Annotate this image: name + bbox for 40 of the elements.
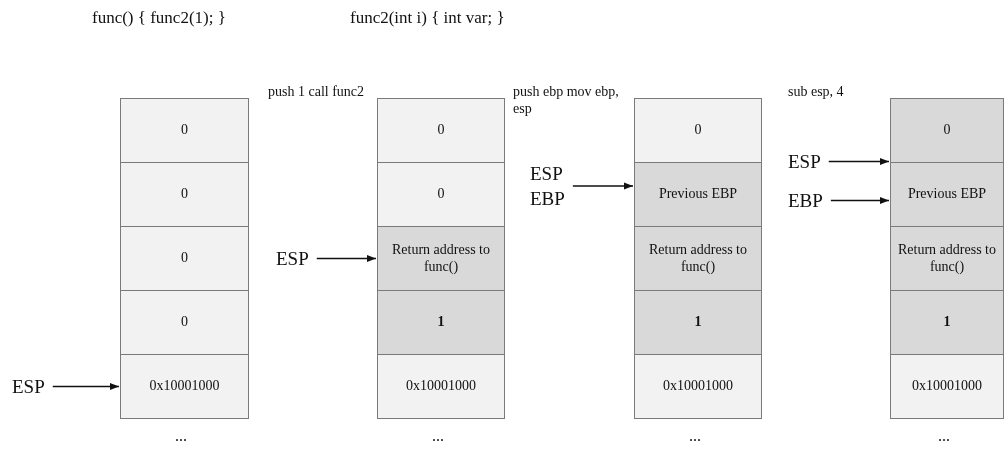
stack-cell: Return address to func() [377,226,505,291]
code-text: func2(int i) { int var; } [350,8,505,29]
ellipsis: ... [175,426,187,446]
arrow [830,196,890,205]
stack-cell: 0 [634,98,762,163]
stack-cell: 0x10001000 [634,354,762,419]
register-label: ESP [530,164,564,183]
arrow [316,254,377,263]
register-label: ESP [12,377,45,396]
stack-cell: 0 [120,226,249,291]
stack-cell: 0 [120,290,249,355]
register-label: ESP [276,249,309,268]
ellipsis: ... [938,426,950,446]
stack-cell: Return address to func() [890,226,1004,291]
stack-cell: Return address to func() [634,226,762,291]
instruction-text: sub esp, 4 [788,84,844,101]
register-label: ESP [788,152,821,171]
instruction-text: push 1 call func2 [268,84,366,101]
ellipsis: ... [689,426,701,446]
stack-cell: 1 [890,290,1004,355]
stack-cell: 1 [377,290,505,355]
stack-cell: 0x10001000 [120,354,249,419]
register-label: EBP [788,191,823,210]
stack-cell: 0 [120,98,249,163]
arrow [828,157,890,166]
stack-cell: 0 [890,98,1004,163]
stack-cell: 0 [377,98,505,163]
stack-cell: 1 [634,290,762,355]
stack-cell: 0x10001000 [890,354,1004,419]
stack-cell: 0x10001000 [377,354,505,419]
register-label: EBP [530,189,565,208]
instruction-text: push ebp mov ebp, esp [513,84,620,118]
code-text: func() { func2(1); } [92,8,226,29]
stack-cell: Previous EBP [890,162,1004,227]
arrow [572,182,634,190]
ellipsis: ... [432,426,444,446]
arrow [52,382,120,391]
stack-cell: Previous EBP [634,162,762,227]
stack-cell: 0 [120,162,249,227]
stack-cell: 0 [377,162,505,227]
